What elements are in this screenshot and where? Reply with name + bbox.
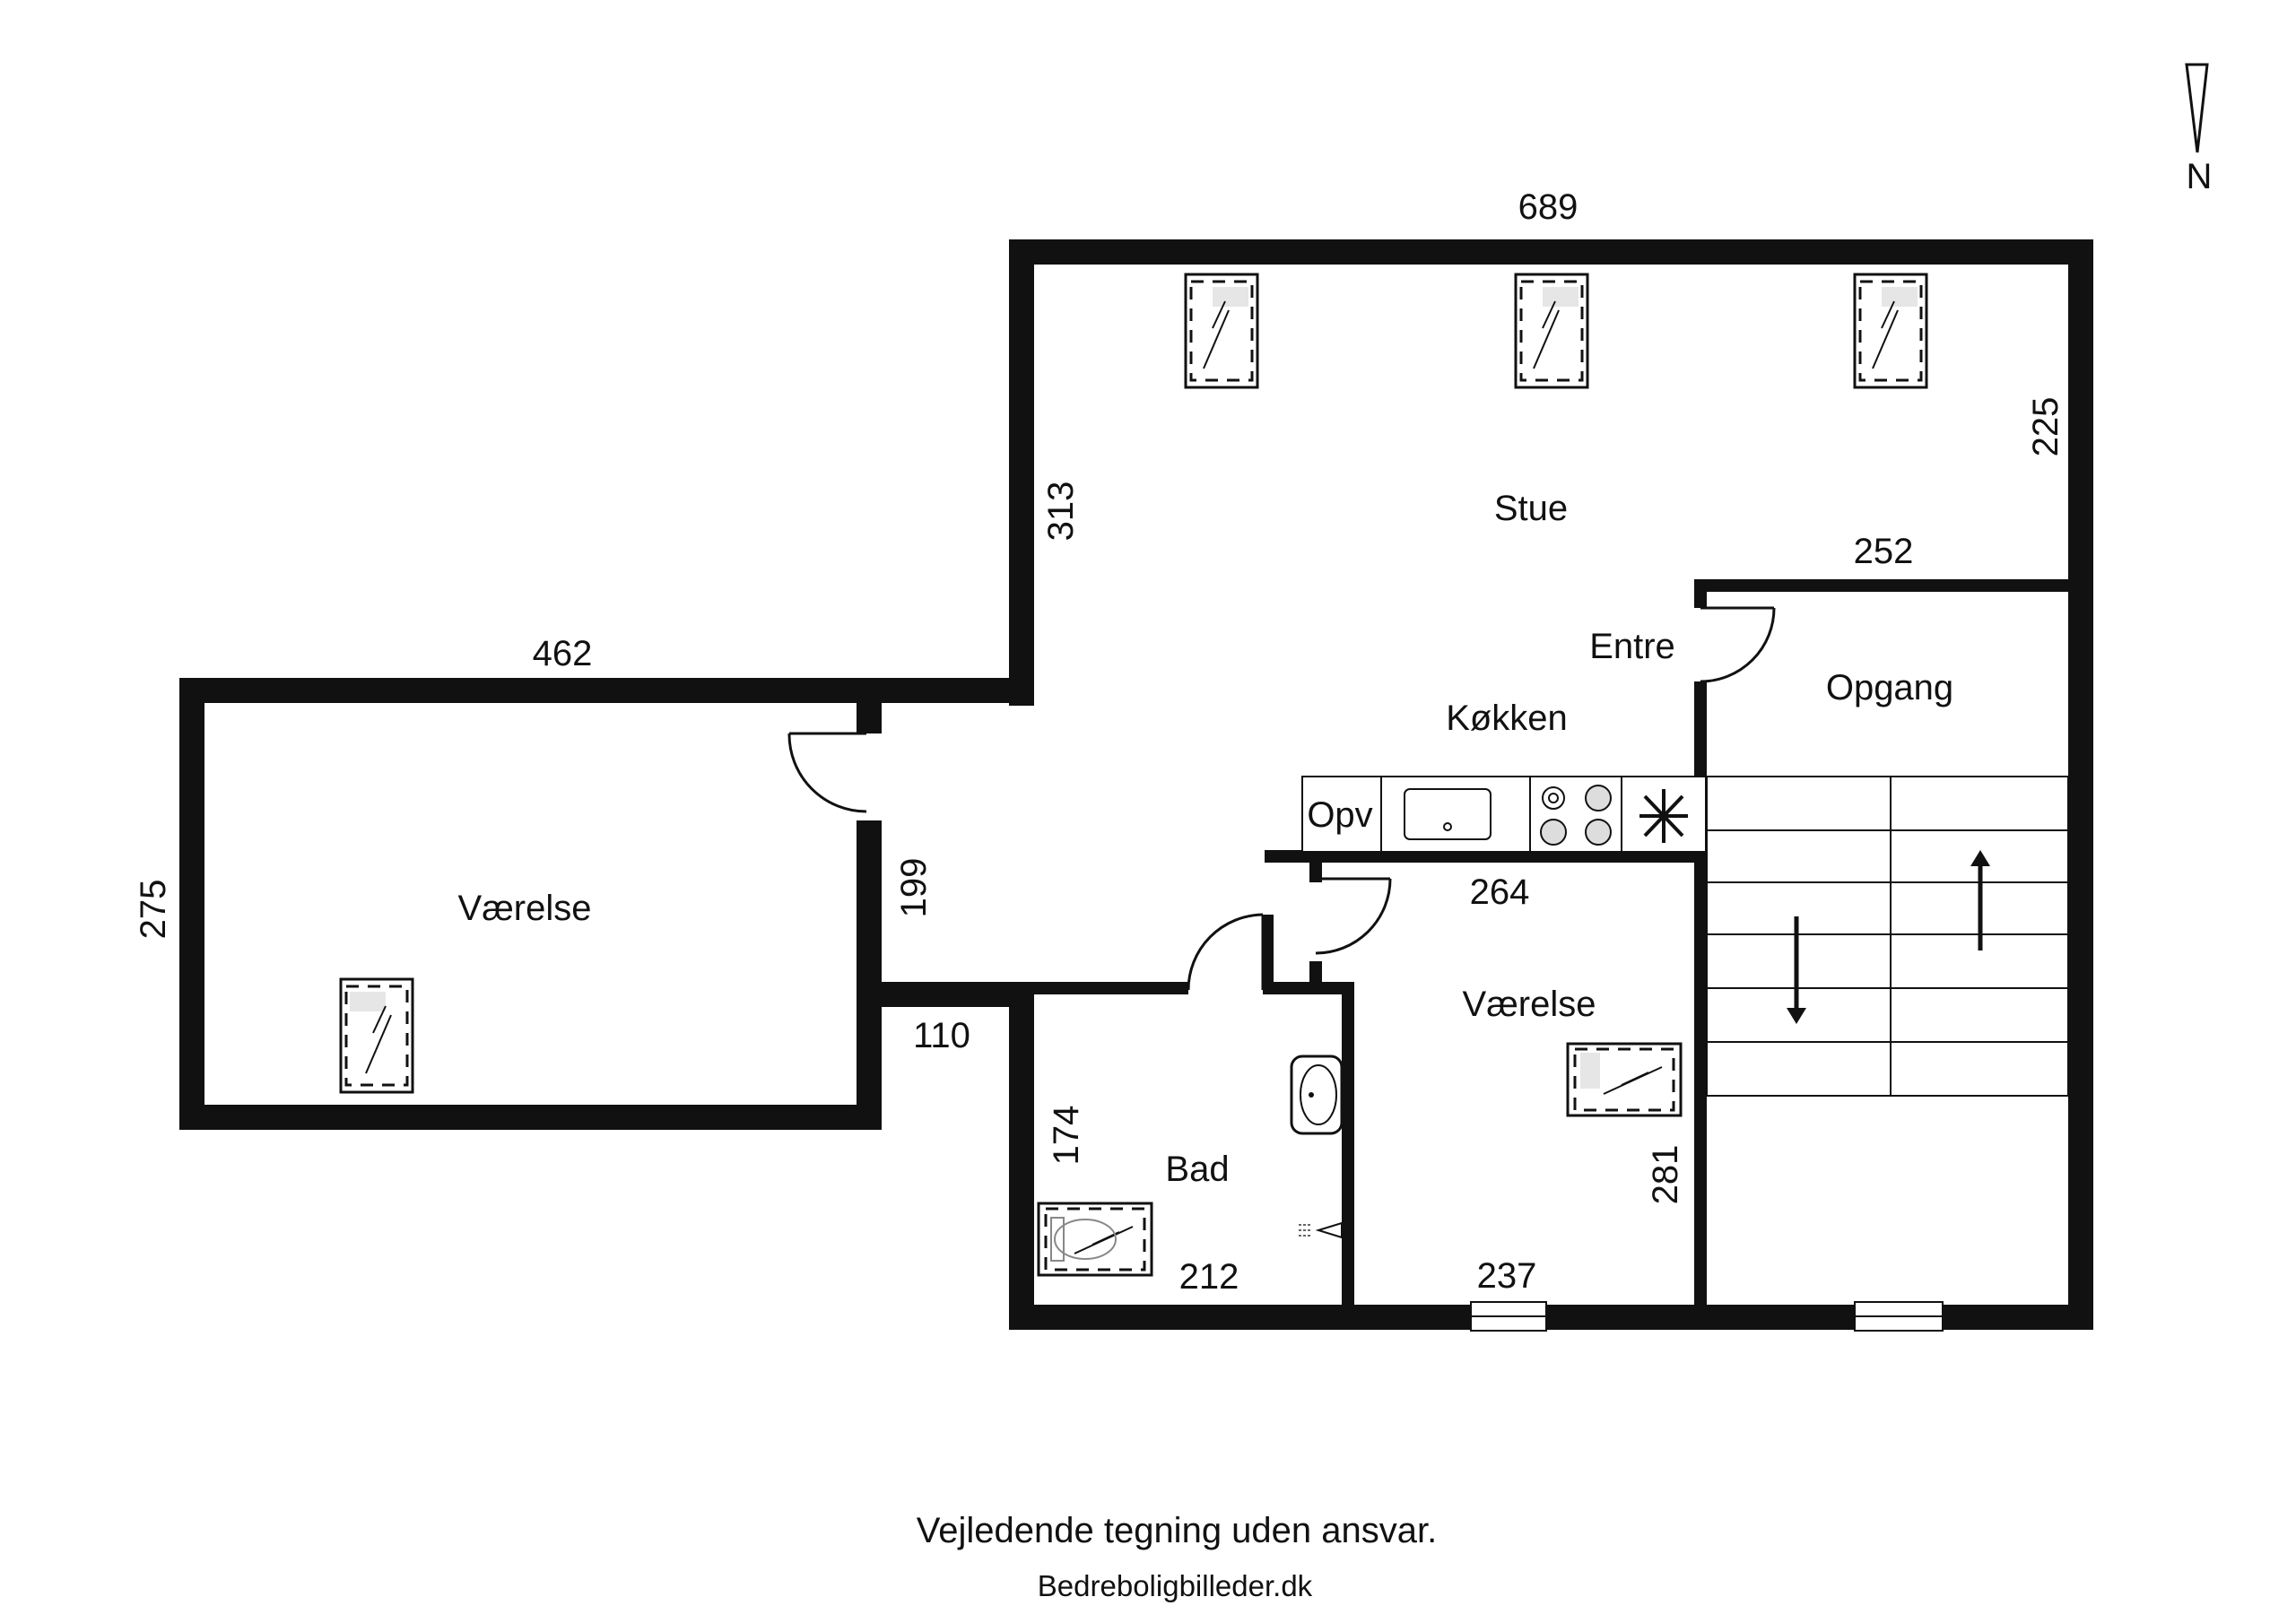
skylight-left-room [339,977,414,1094]
dim-left-top-width: 462 [533,634,593,673]
dim-stue-left-height: 313 [1041,482,1081,542]
arrow-down-icon [1787,916,1806,1024]
shower-icon [1299,1221,1343,1239]
door-bad [1187,913,1265,991]
kitchen-counter [1301,776,1707,853]
footer-source: Bedreboligbilleder.dk [1038,1569,1313,1602]
compass-label: N [2187,157,2213,196]
room-label-opv: Opv [1307,795,1372,835]
room-label-bad: Bad [1165,1150,1229,1189]
exterior-walls [179,239,2093,1330]
dim-entre-width: 252 [1854,532,1914,571]
skylight-bad [1037,1202,1153,1277]
dim-vaerelse-width: 237 [1477,1256,1537,1296]
room-label-stue: Stue [1494,489,1568,528]
room-label-entre: Entre [1589,627,1675,666]
door-entre [1700,606,1776,683]
dim-vaerelse-height: 281 [1646,1145,1685,1205]
dim-bad-height: 174 [1047,1106,1086,1166]
dim-kitchen-width: 264 [1470,872,1530,912]
room-label-opgang: Opgang [1826,668,1953,707]
dim-bad-width: 212 [1179,1257,1239,1297]
freezer-icon [1639,789,1688,843]
arrow-up-icon [1970,850,1990,950]
dim-hall-step: 110 [913,1016,970,1055]
dim-top-width: 689 [1518,187,1578,227]
footer-disclaimer: Vejledende tegning uden ansvar. [917,1511,1438,1550]
window-bottom-1 [1470,1301,1547,1332]
staircase [1706,776,2069,1097]
door-vaerelse-right [1315,877,1392,955]
skylight-1 [1184,273,1259,389]
stove-icon [1540,785,1612,846]
skylight-2 [1514,273,1589,389]
window-bottom-2 [1854,1301,1944,1332]
door-left-room [787,732,867,813]
sink-icon [1290,1055,1344,1135]
skylight-3 [1853,273,1928,389]
dim-hall-height: 199 [894,858,934,918]
dim-stue-right-height: 225 [2026,397,2066,457]
sink-kitchen-icon [1404,788,1492,840]
room-label-vaerelse-right: Værelse [1463,985,1596,1024]
north-arrow-icon [2185,63,2209,153]
dim-left-height: 275 [134,880,173,940]
skylight-right-room [1566,1042,1683,1117]
room-label-vaerelse-left: Værelse [458,889,592,928]
room-label-koekken: Køkken [1446,699,1568,738]
